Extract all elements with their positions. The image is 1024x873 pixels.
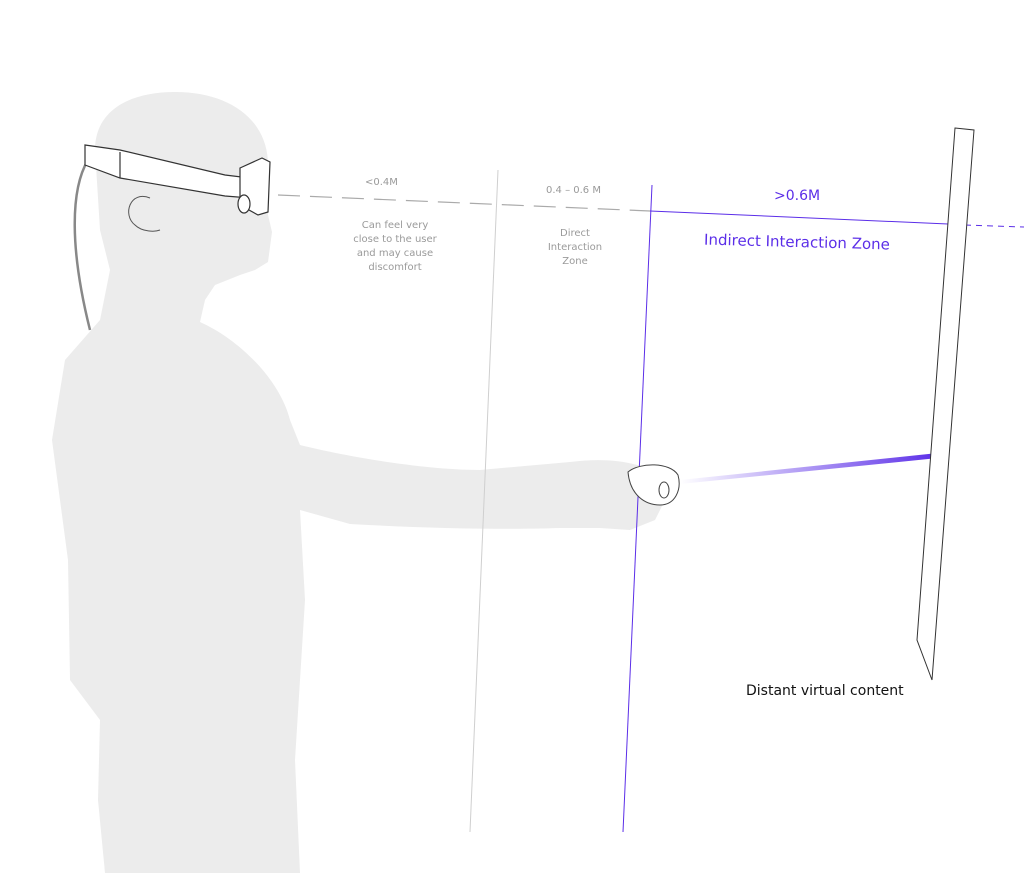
direct-zone-description: Direct Interaction Zone	[545, 227, 605, 269]
vr-headset-icon	[84, 144, 271, 216]
person-silhouette	[52, 92, 665, 873]
ear-outline	[128, 195, 161, 232]
near-desc-line: close to the user	[353, 234, 437, 245]
direct-desc-line: Zone	[562, 256, 588, 267]
indirect-zone-line	[649, 210, 949, 225]
near-desc-line: and may cause	[356, 248, 434, 259]
near-desc-line: Can feel very	[361, 220, 429, 231]
direct-desc-line: Direct	[560, 228, 590, 239]
sightline-extension	[964, 224, 1024, 228]
headset-cable	[73, 159, 92, 331]
controller-icon	[627, 464, 680, 506]
near-zone-distance: <0.4M	[365, 177, 398, 188]
direct-zone-distance: 0.4 – 0.6 M	[546, 185, 601, 196]
indirect-zone-distance: >0.6M	[774, 188, 821, 204]
boundary-0.4m	[469, 169, 499, 833]
boundary-0.6m	[622, 184, 653, 833]
near-zone-description: Can feel very close to the user and may …	[340, 219, 450, 275]
near-desc-line: discomfort	[368, 262, 422, 273]
virtual-content-label: Distant virtual content	[746, 683, 904, 699]
controller-ray	[680, 453, 938, 484]
direct-desc-line: Interaction	[547, 242, 603, 253]
virtual-content-panel	[916, 127, 975, 681]
